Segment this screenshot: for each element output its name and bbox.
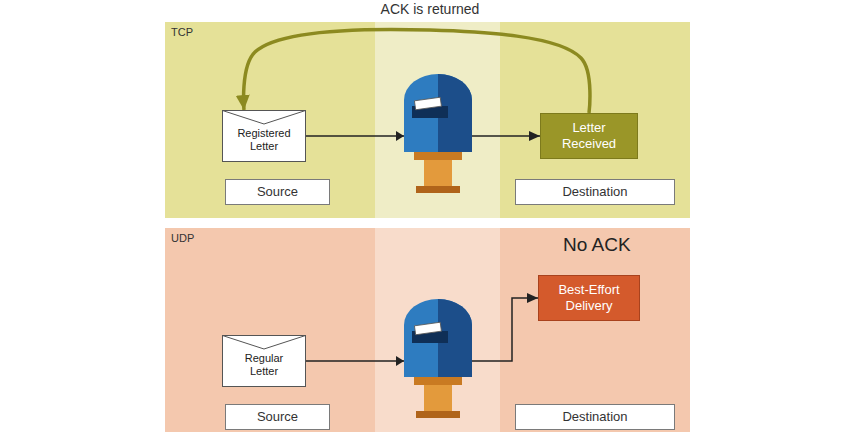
endpoint-box: Source	[225, 404, 330, 430]
band-panel	[165, 22, 375, 218]
band-panels	[165, 22, 690, 218]
status-label: No ACK	[563, 234, 631, 256]
envelope: Registered Letter	[222, 110, 306, 162]
endpoint-box: Source	[225, 179, 330, 205]
mailbox-illustration	[396, 74, 472, 193]
band-panel	[375, 22, 500, 218]
node-text: Best-Effort Delivery	[545, 282, 633, 314]
endpoint-box: Destination	[515, 179, 675, 205]
edge-label: ACK is returned	[377, 1, 484, 17]
band-panel	[375, 228, 500, 432]
result-box: Best-Effort Delivery	[538, 275, 640, 321]
envelope-body	[223, 336, 306, 387]
node-text: Source	[257, 409, 298, 425]
protocol-band: UDP Regular Letter Best-Effort DeliverySou…	[165, 228, 690, 432]
node-text: Registered Letter	[232, 127, 296, 153]
band-panel	[500, 22, 690, 218]
envelope: Regular Letter	[222, 335, 306, 387]
band-heading: UDP	[165, 228, 200, 248]
band-panels	[165, 228, 690, 432]
node-text: Destination	[562, 409, 627, 425]
node-text: Destination	[562, 184, 627, 200]
node-text: Letter Received	[547, 120, 631, 152]
band-panel	[165, 228, 375, 432]
connector	[244, 29, 590, 113]
mailbox-illustration	[396, 299, 472, 418]
envelope-flap	[223, 111, 306, 125]
node-text: Regular Letter	[232, 352, 296, 378]
endpoint-box: Destination	[515, 404, 675, 430]
band-heading: TCP	[165, 22, 199, 42]
envelope-body	[223, 111, 306, 162]
protocol-band: TCP Registered Letter Letter ReceivedSourc…	[165, 22, 690, 218]
result-box: Letter Received	[540, 113, 638, 159]
band-panel	[500, 228, 690, 432]
node-text: Source	[257, 184, 298, 200]
envelope-flap	[223, 336, 306, 350]
